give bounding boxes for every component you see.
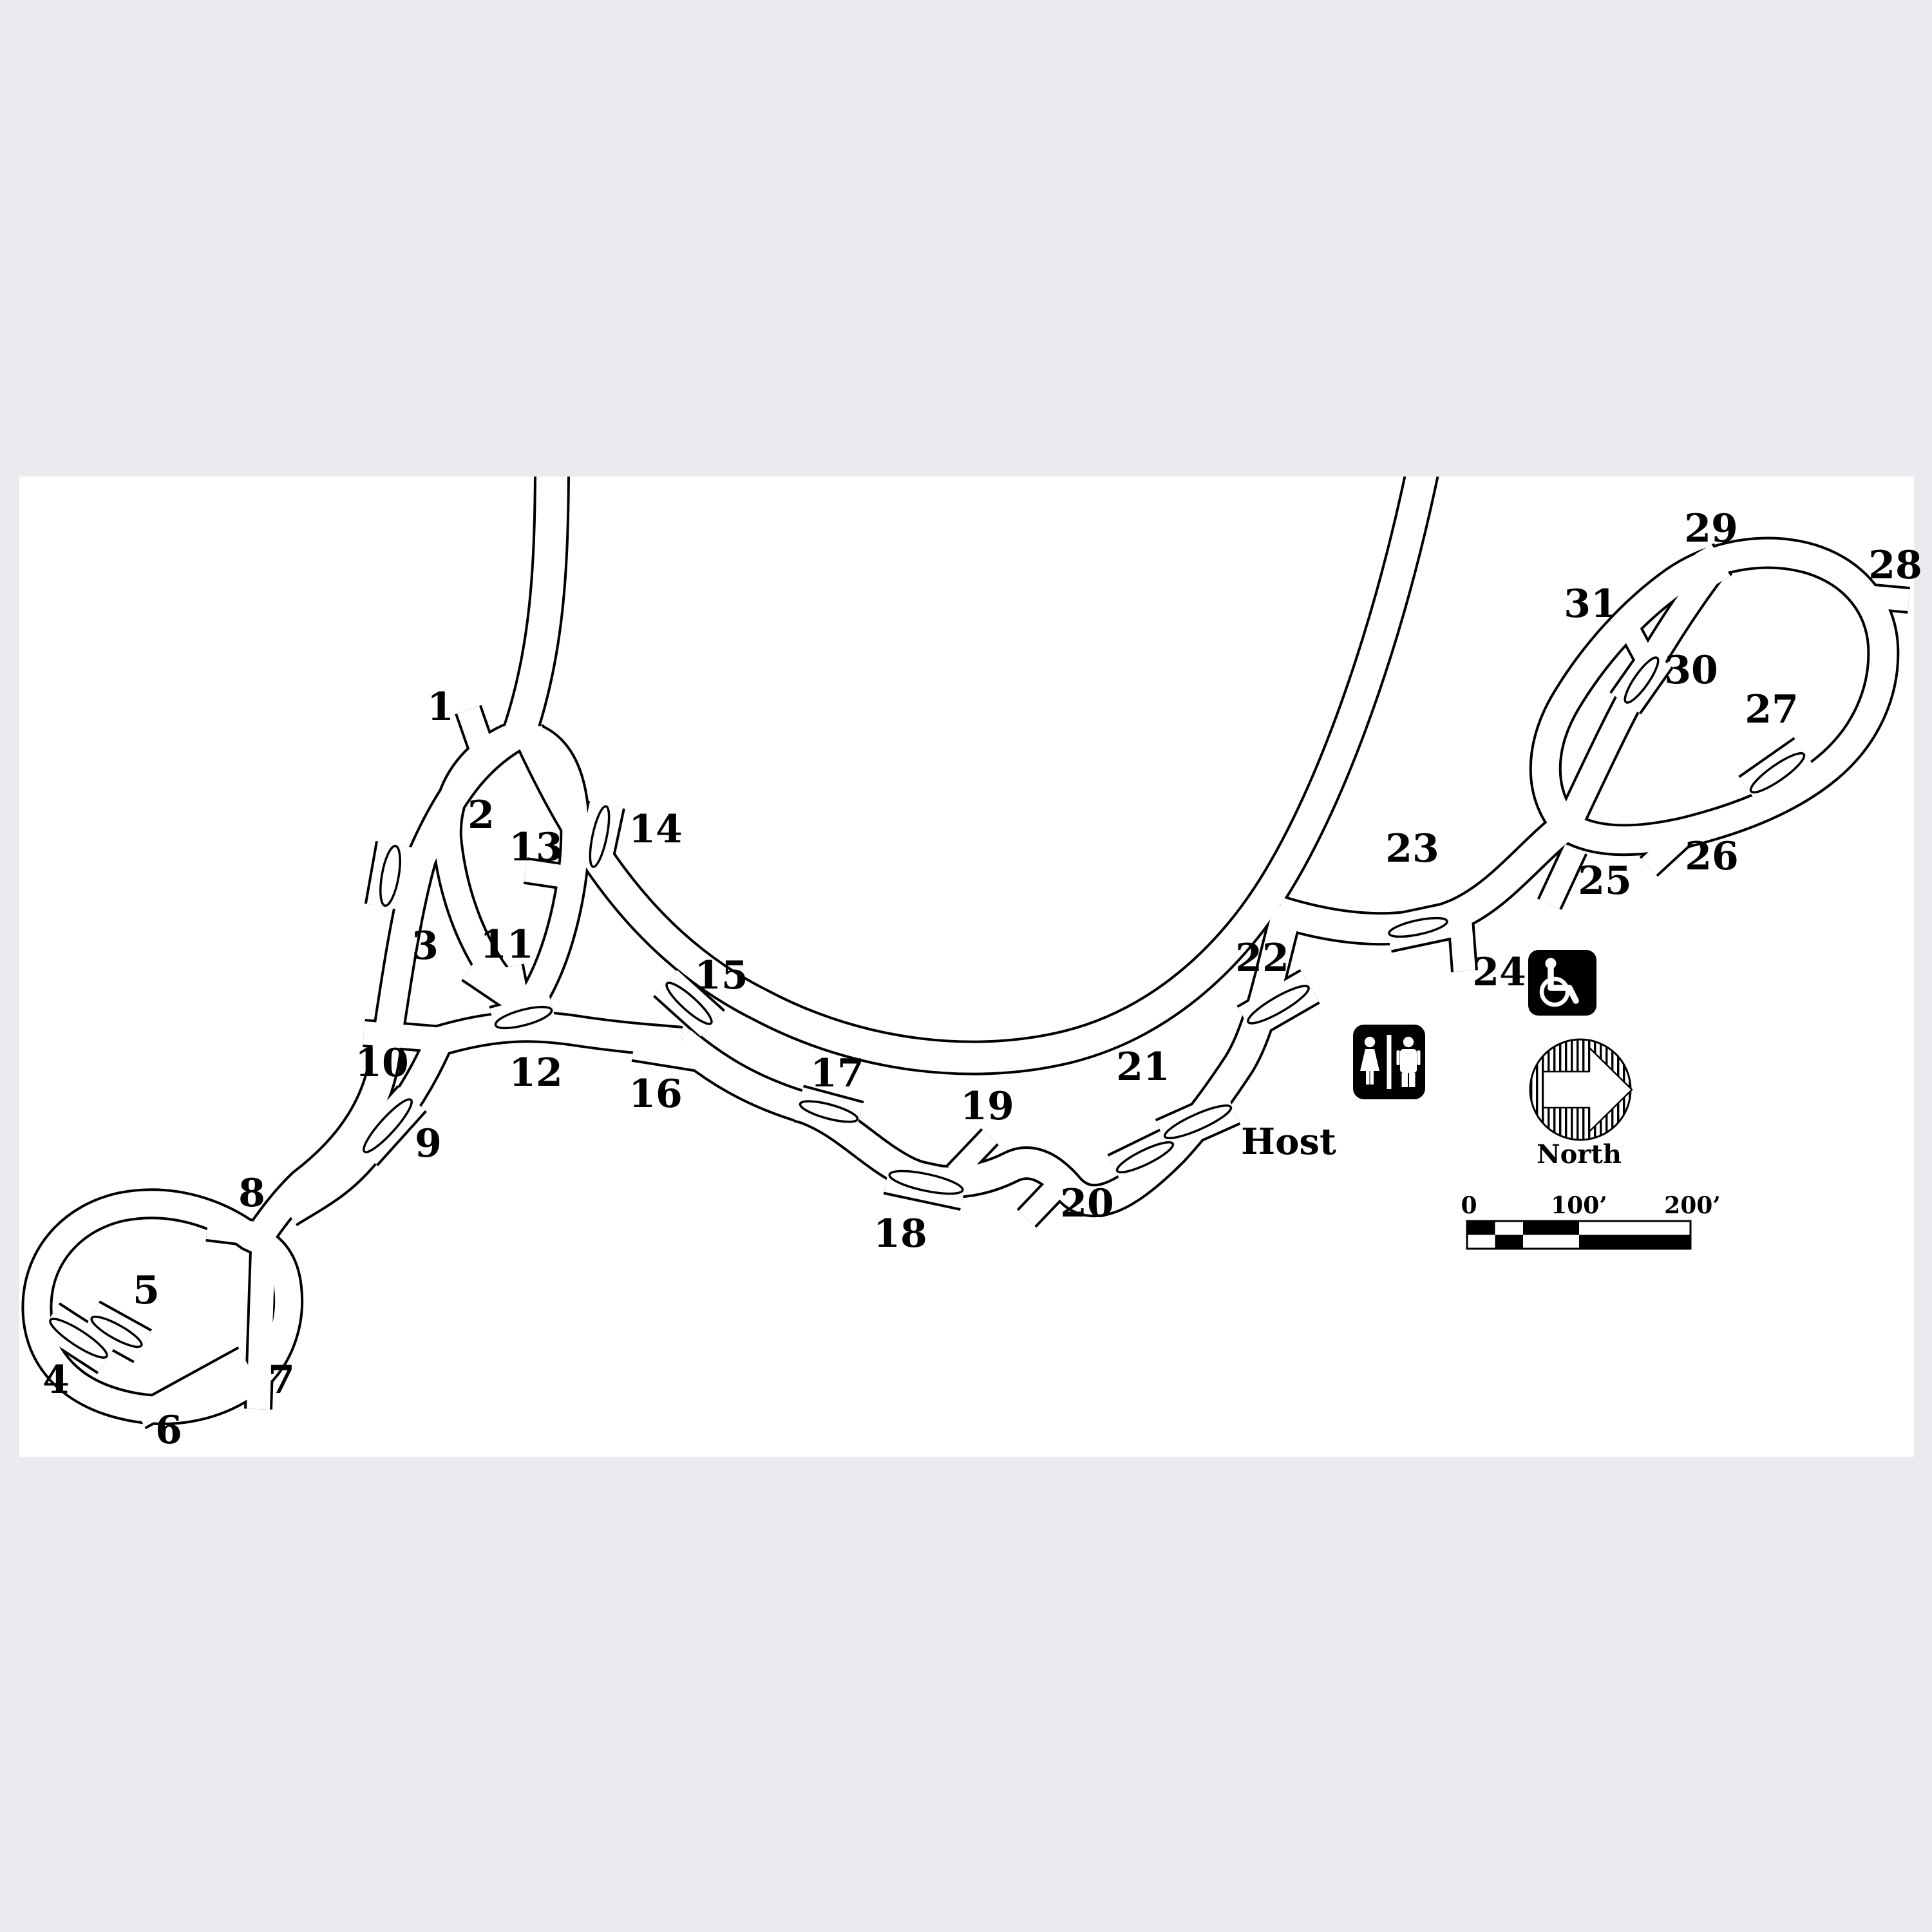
- site-label-12: 12: [509, 1050, 563, 1095]
- parking-island-11: [1247, 985, 1310, 1025]
- scale-tick-100: 100’: [1551, 1192, 1607, 1219]
- site-label-27: 27: [1745, 687, 1799, 732]
- parking-island-8: [888, 1170, 964, 1195]
- parking-island-7: [799, 1100, 859, 1123]
- road-surface-13: [247, 1231, 276, 1410]
- site-label-15: 15: [694, 953, 748, 998]
- parking-island-4: [494, 1005, 553, 1030]
- site-label-3: 3: [412, 923, 439, 969]
- site-label-13: 13: [509, 825, 563, 870]
- scale-tick-200: 200’: [1664, 1192, 1721, 1219]
- parking-island-10: [1163, 1104, 1233, 1140]
- road-surface-24: [1641, 828, 1690, 875]
- parking-island-0: [379, 844, 401, 907]
- site-label-28: 28: [1868, 543, 1922, 588]
- restroom-icon: [1353, 1025, 1425, 1099]
- site-label-16: 16: [629, 1072, 683, 1117]
- site-label-25: 25: [1578, 858, 1632, 904]
- road-surface-8: [1274, 814, 1575, 943]
- site-label-5: 5: [133, 1268, 160, 1313]
- road-surface-5: [435, 1013, 683, 1056]
- road-surface-23: [1539, 844, 1586, 909]
- parking-island-9: [1115, 1141, 1175, 1173]
- site-label-30: 30: [1664, 648, 1718, 693]
- road-surface-22: [1450, 918, 1475, 972]
- parking-island-2: [90, 1315, 143, 1349]
- site-label-26: 26: [1685, 834, 1739, 879]
- site-label-6: 6: [155, 1408, 182, 1453]
- road-surface-0: [504, 477, 567, 739]
- road-surface-25: [1865, 585, 1910, 611]
- site-label-19: 19: [960, 1084, 1014, 1129]
- parking-island-6: [665, 981, 713, 1025]
- site-label-20: 20: [1060, 1181, 1114, 1226]
- road-surface-19: [632, 1037, 704, 1070]
- parking-island-12: [1388, 916, 1448, 938]
- site-label-31: 31: [1564, 582, 1618, 627]
- host-site-label: Host: [1241, 1121, 1336, 1163]
- site-label-11: 11: [480, 922, 534, 967]
- road-surface-26: [1695, 544, 1730, 586]
- site-label-18: 18: [873, 1211, 927, 1256]
- site-label-17: 17: [810, 1051, 864, 1096]
- site-label-8: 8: [238, 1171, 265, 1216]
- parking-islands: [49, 656, 1806, 1359]
- parking-island-1: [49, 1318, 108, 1359]
- site-label-2: 2: [468, 793, 495, 838]
- site-label-23: 23: [1385, 826, 1439, 871]
- site-label-24: 24: [1472, 950, 1526, 995]
- parking-island-3: [363, 1098, 413, 1153]
- site-label-10: 10: [355, 1041, 409, 1086]
- road-surface-4: [281, 1036, 451, 1224]
- scale-bar: 0 100’ 200’: [1461, 1192, 1721, 1250]
- site-label-9: 9: [415, 1121, 442, 1166]
- site-label-4: 4: [43, 1358, 70, 1403]
- road-surface-6: [24, 1191, 301, 1423]
- road-surface-21: [1018, 1170, 1074, 1226]
- north-arrow-icon: North: [1529, 1038, 1633, 1170]
- road-surface-11: [457, 706, 494, 756]
- site-label-7: 7: [268, 1358, 295, 1403]
- road-surface-14: [205, 1216, 272, 1247]
- parking-island-13: [1749, 752, 1806, 794]
- parking-island-5: [589, 805, 611, 868]
- road-surface-1: [515, 477, 1437, 1073]
- road-surface-12: [133, 1349, 251, 1427]
- site-label-14: 14: [629, 807, 683, 852]
- scale-tick-0: 0: [1461, 1192, 1477, 1219]
- site-label-1: 1: [427, 685, 454, 730]
- road-surface-17: [504, 964, 529, 1007]
- road-surface-9: [1531, 539, 1897, 854]
- site-label-29: 29: [1684, 506, 1738, 551]
- road-surface-15: [363, 1021, 442, 1051]
- wheelchair-accessible-icon: [1528, 950, 1596, 1016]
- site-label-21: 21: [1116, 1045, 1170, 1090]
- parking-island-14: [1624, 656, 1660, 704]
- north-label: North: [1537, 1139, 1622, 1170]
- road-surface-18: [524, 860, 571, 888]
- road-surface-20: [948, 1130, 997, 1180]
- site-label-22: 22: [1235, 936, 1289, 981]
